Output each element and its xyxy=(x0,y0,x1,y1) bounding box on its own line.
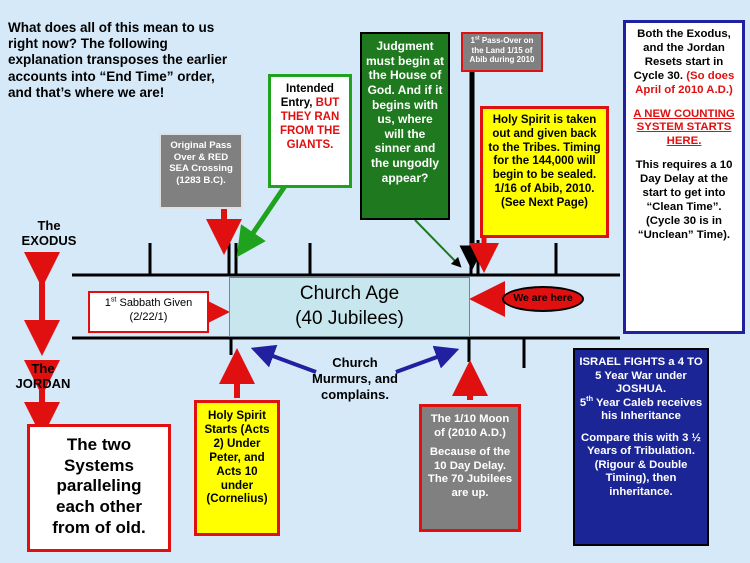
first-sabbath-num: 1 xyxy=(104,297,111,309)
first-passover-text: Pass-Over on the Land 1/15 of Abib durin… xyxy=(469,36,535,65)
two-systems-text: The two Systems paralleling each other f… xyxy=(52,435,146,537)
holy-spirit-taken-box: Holy Spirit is taken out and given back … xyxy=(480,106,609,238)
israel-p2-wrap: 5th Year Caleb receives his Inheritance xyxy=(578,393,704,424)
exodus-jordan-p1-text: Both the Exodus, and the Jordan Resets s… xyxy=(633,28,731,82)
holy-spirit-starts-box: Holy Spirit Starts (Acts 2) Under Peter,… xyxy=(194,400,280,536)
israel-p2-num: 5 xyxy=(579,396,587,409)
israel-p3: Compare this with 3 ½ Years of Tribulati… xyxy=(581,431,701,498)
israel-p2-sup: th xyxy=(586,393,594,403)
first-sabbath-box: 1st Sabbath Given (2/22/1) xyxy=(88,291,209,333)
first-sabbath-sup: st xyxy=(110,295,117,304)
exodus-label-line2: EXODUS xyxy=(21,232,77,248)
murmurs-arrow-right xyxy=(395,345,460,374)
jordan-label: The JORDAN xyxy=(8,361,78,391)
intended-entry-arrow xyxy=(236,184,288,258)
first-passover-box: 1st Pass-Over on the Land 1/15 of Abib d… xyxy=(461,32,543,72)
moon-box: The 1/10 Moon of (2010 A.D.) Because of … xyxy=(419,404,521,532)
exodus-label: The EXODUS xyxy=(14,218,84,248)
two-systems-box: The two Systems paralleling each other f… xyxy=(27,424,171,552)
exodus-jordan-p1: Both the Exodus, and the Jordan Resets s… xyxy=(630,28,738,98)
judgment-text: Judgment must begin at the House of God.… xyxy=(366,39,445,185)
judgment-arrow xyxy=(414,219,462,268)
holy-spirit-starts-text: Holy Spirit Starts (Acts 2) Under Peter,… xyxy=(204,409,270,506)
jordan-label-line1: The xyxy=(31,361,55,376)
original-passover-text: Original Pass Over & RED SEA Crossing (1… xyxy=(169,140,233,187)
exodus-label-line1: The xyxy=(37,218,61,233)
israel-box: ISRAEL FIGHTS a 4 TO 5 Year War under JO… xyxy=(573,348,709,546)
church-murmurs-text: Church Murmurs, and complains. xyxy=(312,355,398,402)
exodus-jordan-p2: A NEW COUNTING SYSTEM STARTS HERE. xyxy=(633,107,735,148)
we-are-here-text: We are here xyxy=(513,292,573,304)
exodus-jordan-p1-red: (So does April of 2010 A.D.) xyxy=(635,69,735,96)
we-are-here-oval: We are here xyxy=(502,286,584,312)
exodus-jordan-box: Both the Exodus, and the Jordan Resets s… xyxy=(623,20,745,334)
judgment-box: Judgment must begin at the House of God.… xyxy=(360,32,450,220)
israel-p1: ISRAEL FIGHTS a 4 TO 5 Year War under JO… xyxy=(579,356,703,396)
church-age-line1: Church Age xyxy=(299,283,400,304)
first-passover-sup: st xyxy=(475,35,480,42)
moon-body: Because of the 10 Day Delay. The 70 Jubi… xyxy=(427,446,513,499)
intended-entry-box: Intended Entry, BUT THEY RAN FROM THE GI… xyxy=(268,74,352,188)
first-sabbath-text: Sabbath Given (2/22/1) xyxy=(116,297,193,324)
murmurs-arrow-left xyxy=(250,344,317,374)
first-passover-num: 1 xyxy=(470,36,475,45)
intro-text: What does all of this mean to us right n… xyxy=(8,20,228,100)
israel-p2: Year Caleb receives his Inheritance xyxy=(593,396,703,423)
intended-entry-line2: BUT THEY RAN FROM THE GIANTS. xyxy=(279,97,341,152)
church-age-box: Church Age (40 Jubilees) xyxy=(229,277,470,337)
church-age-line2: (40 Jubilees) xyxy=(295,307,404,329)
intended-entry-line1: Intended Entry, xyxy=(280,83,334,110)
jordan-label-line2: JORDAN xyxy=(15,375,71,391)
holy-spirit-taken-text: Holy Spirit is taken out and given back … xyxy=(488,114,601,209)
moon-title: The 1/10 Moon of (2010 A.D.) xyxy=(430,413,510,439)
original-passover-box: Original Pass Over & RED SEA Crossing (1… xyxy=(159,133,243,209)
exodus-jordan-p3: This requires a 10 Day Delay at the star… xyxy=(635,159,733,241)
